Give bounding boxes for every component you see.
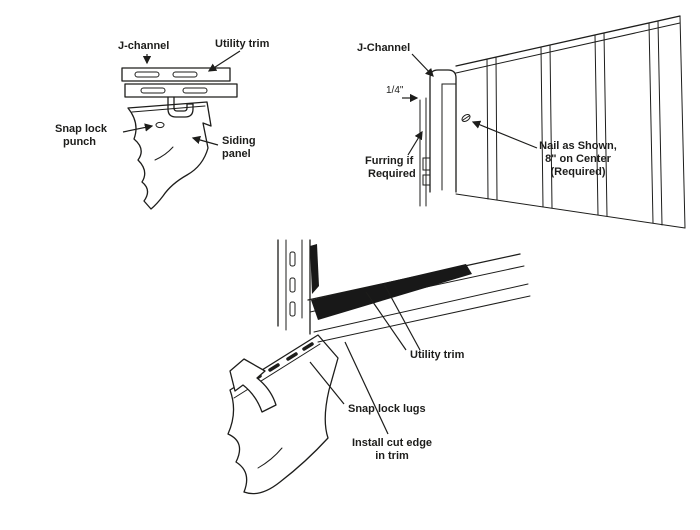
- window-jamb-drawing: [277, 239, 319, 335]
- label-siding-panel-2: panel: [222, 148, 251, 160]
- label-j-channel: J-channel: [118, 40, 169, 52]
- label-nail-2: 8" on Center: [545, 153, 611, 165]
- label-install-2: in trim: [375, 450, 409, 462]
- figure3-leader-lines: [309, 283, 421, 435]
- label-j-channel: J-Channel: [357, 42, 410, 54]
- label-nail-1: Nail as Shown,: [539, 140, 617, 152]
- siding-panel-drawing: [127, 101, 212, 210]
- j-hook-profile: [167, 96, 194, 118]
- insert-direction-arrow: [229, 358, 277, 413]
- figure-wall-section: J-Channel 1/4" Furring if Required Nail …: [357, 15, 686, 229]
- label-siding-panel-1: Siding: [222, 135, 256, 147]
- sill-trim-drawing: [307, 253, 531, 343]
- figure2-leader-lines: [402, 53, 538, 156]
- label-install-1: Install cut edge: [352, 437, 432, 449]
- snap-lock-punch-mark: [155, 121, 165, 129]
- figure-trim-detail: J-channel Utility trim Snap lock punch S…: [55, 38, 270, 210]
- label-snap-lock-punch-2: punch: [63, 136, 96, 148]
- label-nail-3: (Required): [551, 166, 606, 178]
- siding-panels-drawing: [455, 15, 686, 229]
- label-utility-trim: Utility trim: [215, 38, 270, 50]
- label-snap-lock-punch-1: Snap lock: [55, 123, 108, 135]
- label-furring-1: Furring if: [365, 155, 414, 167]
- figure1-leader-lines: [122, 50, 241, 146]
- figure-window-corner: Utility trim Snap lock lugs Install cut …: [227, 239, 531, 495]
- label-furring-2: Required: [368, 168, 416, 180]
- nail-head-mark: [461, 114, 471, 122]
- furring-strip-drawing: [419, 97, 427, 207]
- utility-trim-drawing: [121, 67, 238, 118]
- label-gap-dimension: 1/4": [386, 85, 404, 96]
- j-channel-profile-drawing: [422, 69, 471, 193]
- label-utility-trim: Utility trim: [410, 349, 465, 361]
- label-snap-lock-lugs: Snap lock lugs: [348, 403, 426, 415]
